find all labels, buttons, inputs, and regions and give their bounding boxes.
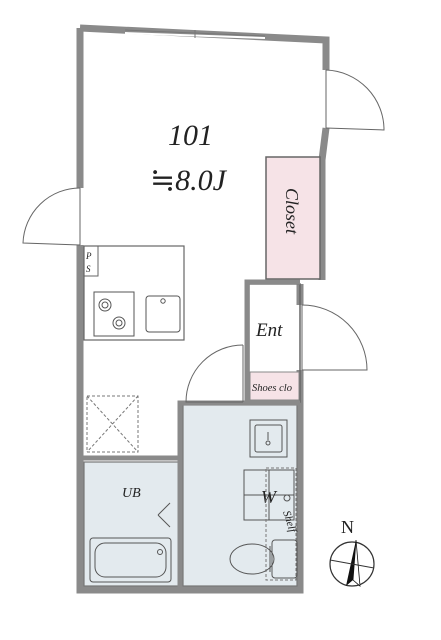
- room-area: ≒8.0J: [150, 164, 228, 197]
- fridge-space: [86, 395, 139, 453]
- kitchen-sink-icon: [145, 295, 181, 333]
- left-window: [22, 187, 81, 246]
- kitchen-counter: [83, 245, 185, 341]
- bathtub-icon: [89, 537, 172, 583]
- closet-label: Closet: [282, 188, 302, 235]
- washer-label: W: [261, 487, 278, 507]
- unit-bath: [83, 461, 180, 587]
- wash-basin-icon: [249, 419, 288, 458]
- washroom-door: [185, 344, 244, 403]
- balcony-door: [325, 69, 385, 131]
- ps-label-s: S: [86, 264, 91, 274]
- stove-icon: [93, 291, 135, 337]
- shoes-closet: [249, 371, 300, 401]
- interior-walls: [80, 279, 300, 590]
- compass-label: N: [341, 517, 354, 537]
- toilet-icon: [229, 539, 298, 579]
- shelf-outline: [265, 467, 297, 581]
- bath-door: [157, 502, 171, 528]
- shoes-closet-label: Shoes clo: [252, 383, 292, 394]
- unit-bath-label: UB: [122, 486, 141, 501]
- ps-label-p: P: [85, 251, 92, 261]
- entrance-door: [301, 304, 368, 371]
- north-compass-icon: [329, 539, 375, 587]
- entrance-label: Ent: [255, 320, 283, 341]
- room-number: 101: [168, 119, 213, 152]
- pipe-space: [83, 245, 99, 277]
- closet: [265, 156, 321, 280]
